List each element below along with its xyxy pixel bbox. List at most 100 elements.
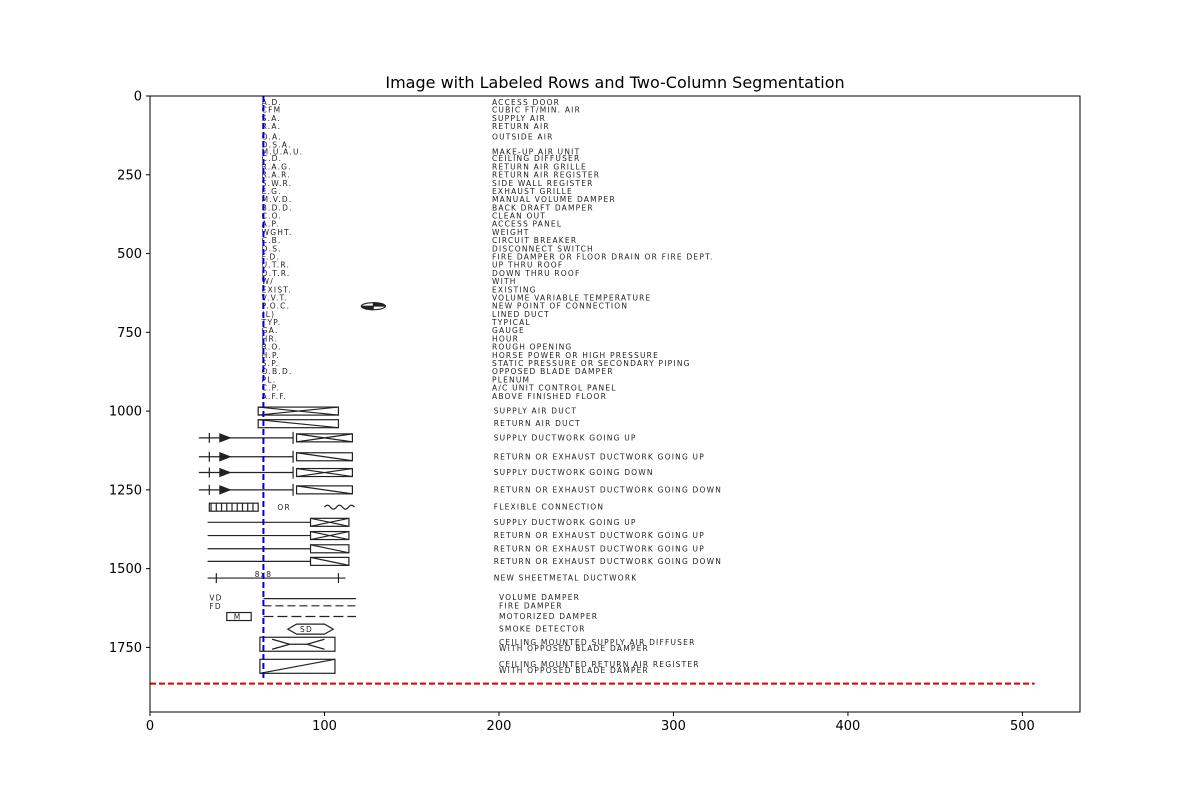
y-tick-label: 1250 [109,483,142,498]
duct-diagonal [296,485,353,495]
row-description: NEW POINT OF CONNECTION [492,302,628,311]
row-description: MANUAL VOLUME DAMPER [492,195,616,204]
row-description: HORSE POWER OR HIGH PRESSURE [492,351,659,360]
duct-diagonal [310,544,350,554]
row-description: VOLUME VARIABLE TEMPERATURE [492,293,652,302]
row-abbreviation: C.P. [262,384,280,393]
row-abbreviation: P.O.C. [262,302,291,311]
row-description: CEILING DIFFUSER [492,154,580,163]
row-abbreviation: H.P. [262,351,280,360]
row-description: ROUGH OPENING [492,343,572,352]
symbol-description: RETURN AIR DUCT [494,419,581,428]
duct-diagonal [310,556,350,566]
symbol-description-line2: WITH OPPOSED BLADE DAMPER [499,666,649,675]
row-abbreviation: A.P. [262,220,280,229]
row-description: STATIC PRESSURE OR SECONDARY PIPING [492,359,691,368]
row-abbreviation: M.V.D. [262,195,293,204]
motor-box-icon [226,611,252,622]
row-description: RETURN AIR [492,122,550,131]
row-description: ACCESS DOOR [492,98,560,107]
symbol-row: RETURN OR EXHAUST DUCTWORK GOING UP [198,450,705,463]
symbol-row: SUPPLY AIR DUCT [257,406,576,416]
row-description: ACCESS PANEL [492,220,562,229]
symbol-row: SUPPLY DUCTWORK GOING UP [198,431,635,444]
row-abbreviation: D.S.A. [262,140,292,149]
arrow-head-icon [219,433,232,443]
row-abbreviation: R.A. [262,122,282,131]
row-abbreviation: E.G. [262,187,282,196]
row-abbreviation: R.A.R. [262,171,291,180]
row-abbreviation: W/ [262,277,274,286]
poc-marker-fill [360,305,374,311]
row-description: OPPOSED BLADE DAMPER [492,367,614,376]
row-description: PLENUM [492,375,530,384]
row-description: CUBIC FT/MIN. AIR [492,106,581,115]
row-abbreviation: CFM [262,106,282,115]
row-description: WEIGHT [492,228,530,237]
duct-diagonal [296,433,353,443]
symbol-row: 8x8NEW SHEETMETAL DUCTWORK [207,570,636,584]
y-tick-label: 0 [134,90,142,105]
row-description: BACK DRAFT DAMPER [492,203,594,212]
row-description: LINED DUCT [492,310,550,319]
symbol-description: FLEXIBLE CONNECTION [494,503,604,512]
y-tick-label: 1500 [109,562,142,577]
duct-box-icon [309,530,350,541]
symbol-description: RETURN OR EXHAUST DUCTWORK GOING UP [494,452,705,461]
symbol-row: SUPPLY DUCTWORK GOING DOWN [198,466,654,479]
symbol-description: RETURN OR EXHAUST DUCTWORK GOING DOWN [494,485,722,494]
symbol-row: RETURN OR EXHAUST DUCTWORK GOING UP [207,530,704,541]
row-description: UP THRU ROOF [492,261,563,270]
row-abbreviation: WGHT. [262,228,293,237]
row-abbreviation: D.S. [262,244,282,253]
symbol-description: RETURN OR EXHAUST DUCTWORK GOING DOWN [494,557,722,566]
row-description: HOUR [492,334,519,343]
duct-diagonal [258,406,339,416]
row-abbreviation: A.F.F. [262,392,288,401]
duct-diagonal [310,530,350,541]
duct-box-icon [257,406,340,416]
row-description: SUPPLY AIR [492,114,546,123]
row-abbreviation: R.A.G. [262,162,292,171]
poc-marker-fill [372,302,386,307]
row-abbreviation: M.U.A.U. [262,147,304,156]
row-abbreviation: EXIST. [262,285,292,294]
x-tick-label: 400 [836,719,861,734]
motor-label: M [234,613,242,622]
x-tick-label: 100 [312,719,337,734]
row-description: CLEAN OUT [492,212,546,221]
row-description: GAUGE [492,326,525,335]
symbol-description: RETURN OR EXHAUST DUCTWORK GOING UP [494,544,705,553]
row-abbreviation: S.W.R. [262,179,293,188]
y-tick-label: 1750 [109,641,142,656]
row-description: EXHAUST GRILLE [492,187,573,196]
ceiling-diffuser-icon [259,636,336,652]
smoke-detector-icon [286,623,335,635]
row-abbreviation: (L) [262,310,276,319]
duct-box-icon [257,419,340,429]
row-abbreviation: C.B. [262,236,282,245]
row-abbreviation: R.O. [262,343,282,352]
row-description: RETURN AIR REGISTER [492,171,600,180]
symbol-description: SUPPLY DUCTWORK GOING DOWN [494,468,654,477]
symbol-description: CEILING MOUNTED RETURN AIR REGISTER [499,660,700,669]
symbol-description: FIRE DAMPER [499,601,563,610]
symbol-description: VOLUME DAMPER [499,593,580,602]
diffuser-blade [271,638,325,645]
symbol-description: SMOKE DETECTOR [499,625,586,634]
x-tick-label: 0 [146,719,154,734]
flex-connector-icon [208,502,259,512]
row-abbreviation: O.A. [262,132,282,141]
y-tick-label: 500 [117,247,142,262]
arrow-head-icon [219,485,232,495]
arrow-head-icon [219,467,232,478]
flex-or-label: OR [277,503,291,512]
duct-box-icon [309,517,350,527]
row-description: WITH [492,277,517,286]
chart-title: Image with Labeled Rows and Two-Column S… [385,73,844,92]
